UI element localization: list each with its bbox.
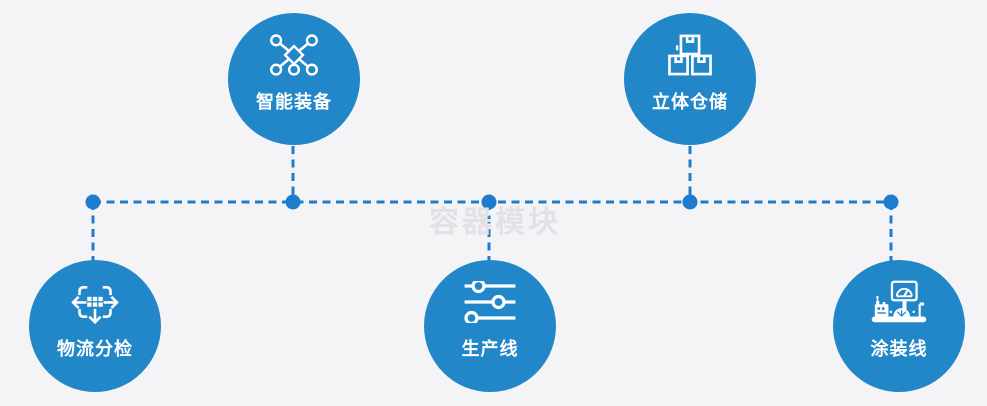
node-label: 生产线	[461, 339, 519, 360]
icon-box	[870, 272, 928, 332]
stacked-boxes-icon	[668, 34, 712, 76]
junction-dot	[85, 194, 101, 210]
node-label: 物流分检	[57, 339, 133, 360]
junction-dot	[682, 194, 698, 210]
icon-box	[667, 25, 713, 85]
junction-dot	[481, 194, 497, 210]
icon-box	[69, 272, 121, 332]
node-warehouse: 立体仓储	[624, 13, 756, 145]
sliders-icon	[464, 281, 516, 323]
sort-dispatch-icon	[71, 286, 119, 325]
watermark-text: 容器模块	[429, 205, 561, 240]
control-station-icon	[871, 280, 927, 323]
node-label: 涂装线	[870, 339, 928, 360]
junction-dot	[285, 194, 301, 210]
network-nodes-icon	[270, 34, 318, 76]
node-smart-equipment: 智能装备	[228, 13, 360, 145]
node-logistics-sorting: 物流分检	[29, 260, 161, 392]
node-label: 立体仓储	[652, 92, 728, 113]
node-production-line: 生产线	[424, 260, 556, 392]
icon-box	[463, 272, 517, 332]
junction-dot	[883, 194, 899, 210]
node-label: 智能装备	[256, 92, 332, 113]
node-coating-line: 涂装线	[833, 260, 965, 392]
icon-box	[268, 25, 320, 85]
